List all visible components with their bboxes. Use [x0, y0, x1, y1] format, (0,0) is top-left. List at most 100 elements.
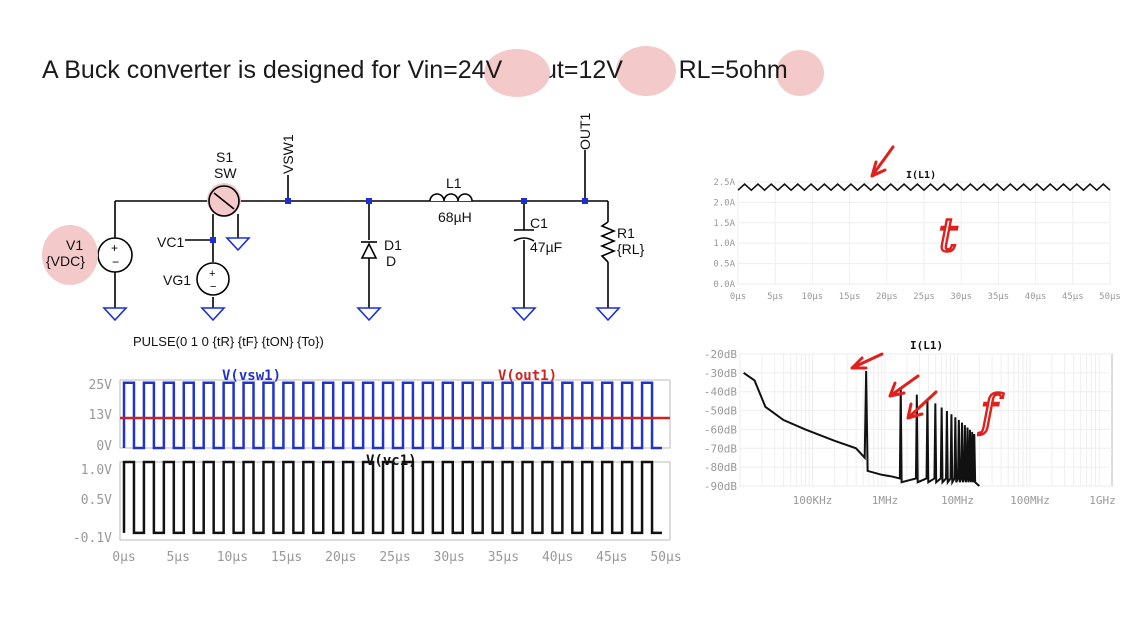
s1-model: SW — [214, 165, 237, 181]
annotation-arrow-icon — [870, 145, 895, 178]
xtick-label: 35µs — [988, 292, 1010, 302]
v1-label: V1 — [66, 237, 83, 253]
annotation-arrow-icon — [850, 352, 884, 370]
legend-vsw1: V(vsw1) — [222, 368, 281, 384]
v1-highlight — [42, 225, 98, 285]
il1-fft-plot: I(L1) -20dB -30dB -40dB -50dB -60dB -70dB -80d… — [704, 339, 1116, 507]
xtick-label: 10MHz — [941, 494, 974, 507]
rl-highlight — [776, 50, 824, 96]
ytick-label: -90dB — [704, 480, 737, 493]
xtick-label: 15µs — [839, 292, 861, 302]
xtick-label: 25µs — [379, 550, 410, 565]
xtick-label: 10µs — [802, 292, 824, 302]
vin-highlight — [484, 49, 550, 97]
ytick-label: 0.0A — [713, 280, 735, 290]
xtick-label: 100MHz — [1010, 494, 1050, 507]
ytick-label: -20dB — [704, 348, 737, 361]
ytick-label: -80dB — [704, 461, 737, 474]
xtick-label: 5µs — [767, 292, 783, 302]
fft-trace — [743, 370, 980, 487]
xtick-label: 0µs — [112, 550, 135, 565]
s1-label: S1 — [216, 149, 233, 165]
c1-label: C1 — [530, 215, 548, 231]
switch-s1 — [208, 185, 240, 240]
ytick-0-5v: 0.5V — [81, 493, 112, 508]
ytick-label: -60dB — [704, 423, 737, 436]
vout-highlight — [616, 46, 676, 96]
pulse-directive: PULSE(0 1 0 {tR} {tF} {tON} {To}) — [133, 334, 324, 349]
d1-label: D1 — [384, 237, 402, 253]
svg-text:+: + — [111, 241, 118, 255]
rl-value: 5ohm — [725, 56, 788, 84]
time-annotation: t — [939, 208, 958, 262]
il1-fft-title: I(L1) — [910, 339, 943, 352]
vout-value: 12V — [578, 56, 623, 84]
inductor-l1 — [429, 193, 473, 202]
ytick-25v: 25V — [89, 378, 113, 393]
r1-value: {RL} — [617, 241, 645, 257]
ground-symbols — [102, 237, 621, 322]
schematic — [97, 150, 609, 308]
xtick-label: 1MHz — [872, 494, 899, 507]
ytick-0v: 0V — [96, 439, 112, 454]
ytick-label: -70dB — [704, 442, 737, 455]
vsw1-trace — [122, 381, 662, 450]
vsw1-net-label: VSW1 — [280, 134, 296, 174]
il1-trace — [737, 182, 1111, 192]
xtick-label: 30µs — [434, 550, 465, 565]
ytick-neg-0-1v: -0.1V — [73, 531, 112, 546]
ytick-label: 0.5A — [713, 260, 735, 270]
xtick-label: 45µs — [1062, 292, 1084, 302]
xtick-label: 20µs — [325, 550, 356, 565]
xtick-label: 15µs — [271, 550, 302, 565]
ytick-label: 2.0A — [713, 198, 735, 208]
l1-label: L1 — [446, 175, 462, 191]
xtick-label: 40µs — [1025, 292, 1047, 302]
vg1-source — [196, 262, 230, 296]
svg-text:+: + — [209, 268, 215, 280]
c1-value: 47µF — [530, 239, 562, 255]
ytick-label: 1.0A — [713, 239, 735, 249]
r1-label: R1 — [617, 225, 635, 241]
ytick-1v: 1.0V — [81, 463, 112, 478]
ytick-13v: 13V — [89, 408, 113, 423]
v1-value: {VDC} — [46, 253, 85, 269]
capacitor-c1 — [513, 229, 535, 242]
svg-text:−: − — [112, 255, 119, 269]
xtick-label: 30µs — [950, 292, 972, 302]
vg1-label: VG1 — [163, 272, 191, 288]
ytick-label: 2.5A — [713, 178, 735, 188]
d1-model: D — [386, 253, 396, 269]
xtick-label: 45µs — [596, 550, 627, 565]
svg-text:−: − — [210, 281, 216, 293]
resistor-r1 — [599, 221, 617, 263]
l1-value: 68µH — [438, 209, 472, 225]
out1-net-label: OUT1 — [577, 112, 593, 150]
xtick-label: 5µs — [166, 550, 189, 565]
xtick-label: 10µs — [217, 550, 248, 565]
diode-d1 — [360, 241, 378, 259]
xtick-label: 0µs — [730, 292, 746, 302]
annotation-arrow-icon — [906, 390, 938, 420]
xtick-label: 20µs — [876, 292, 898, 302]
xtick-label: 35µs — [488, 550, 519, 565]
vc1-trace — [122, 460, 662, 535]
xtick-label: 25µs — [913, 292, 935, 302]
legend-vc1: V(vc1) — [366, 453, 417, 469]
xtick-label: 50µs — [650, 550, 681, 565]
il1-time-title: I(L1) — [906, 170, 936, 181]
vc1-plot: V(vc1) 1.0V 0.5V -0.1V 0µs 5µs 10µs 15µs 20µ… — [73, 453, 682, 565]
vsw-plot: V(vsw1) V(out1) 25V 13V 0V — [89, 368, 671, 454]
vin-value: 24V — [457, 56, 500, 84]
legend-out1: V(out1) — [498, 368, 557, 384]
junction-dots — [210, 198, 588, 243]
xtick-label: 50µs — [1099, 292, 1121, 302]
vc1-label: VC1 — [157, 234, 184, 250]
title-prefix: A Buck converter is designed for Vin= — [42, 56, 458, 84]
ytick-label: -50dB — [704, 405, 737, 418]
ytick-label: -30dB — [704, 367, 737, 380]
ytick-label: -40dB — [704, 386, 737, 399]
